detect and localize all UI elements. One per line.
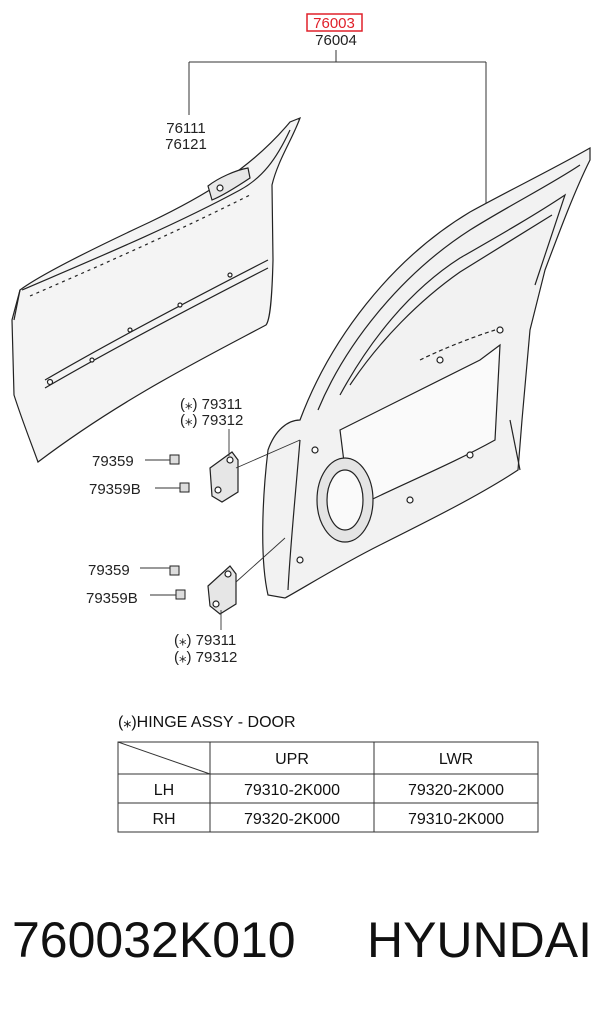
brand-name: HYUNDAI [366,912,592,968]
table-row-rh-label: RH [152,811,175,828]
table-header-lwr: LWR [439,751,473,768]
leader-lines [140,429,301,630]
assembly-bracket [188,50,487,205]
upper-bolts [169,454,190,493]
inner-door-frame [262,146,591,599]
hinge-table [117,741,539,833]
callout-76003[interactable]: 76003 [313,15,355,32]
callout-lower-79359b: 79359B [86,590,138,607]
door-parts-diagram: 76003 76004 76111 76121 [11,13,591,833]
lower-bolts [169,565,186,600]
table-row-rh-upr: 79320-2K000 [244,811,340,828]
lower-hinge[interactable] [207,565,237,615]
callout-lower-79311: (⁎) 79311 [174,632,236,649]
callout-upper-79311: (⁎) 79311 [180,396,242,413]
highlighted-part-box[interactable] [306,13,363,32]
callout-76004: 76004 [315,32,357,49]
footer: 760032K010 HYUNDAI [0,905,606,975]
table-header-upr: UPR [275,751,309,768]
callout-upper-79312: (⁎) 79312 [180,412,243,429]
callout-lower-79359: 79359 [88,562,130,579]
table-row-rh-lwr: 79310-2K000 [408,811,504,828]
callout-upper-79359: 79359 [92,453,134,470]
callout-76111: 76111 [166,120,206,137]
part-number: 760032K010 [12,912,296,968]
table-row-lh-lwr: 79320-2K000 [408,782,504,799]
hinge-table-caption: (⁎)HINGE ASSY - DOOR [118,714,296,731]
callout-76121: 76121 [165,136,207,153]
upper-hinge[interactable] [209,451,239,503]
table-row-lh-label: LH [154,782,174,799]
callout-lower-79312: (⁎) 79312 [174,649,237,666]
callout-upper-79359b: 79359B [89,481,141,498]
outer-door-panel [11,116,302,463]
table-row-lh-upr: 79310-2K000 [244,782,340,799]
